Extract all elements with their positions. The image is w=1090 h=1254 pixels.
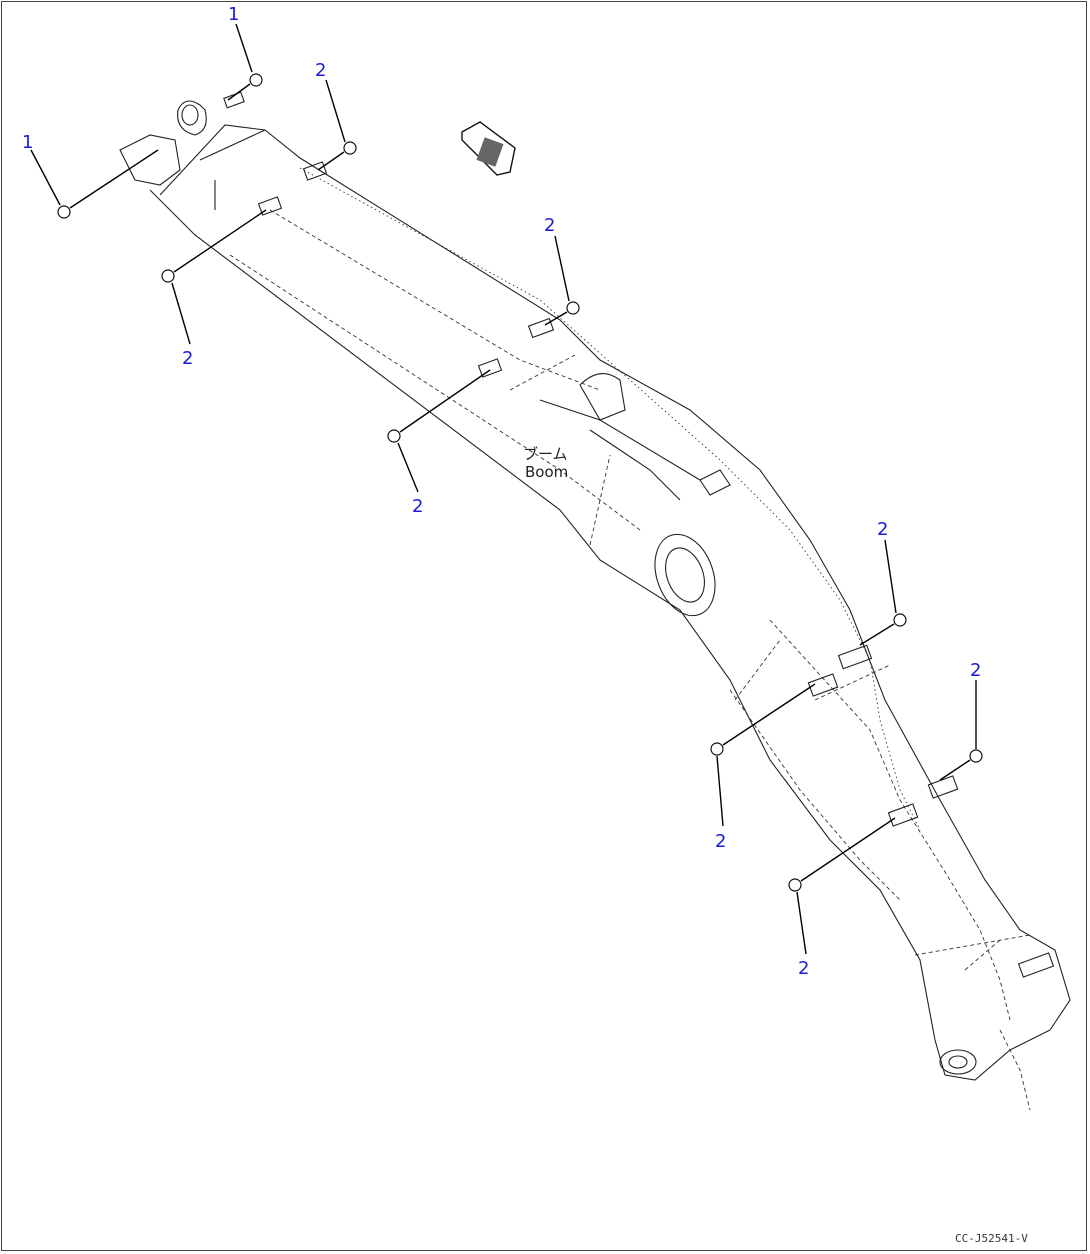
callout-1-top: 1 [228, 4, 239, 25]
drawing-code: CC-J52541-V [955, 1232, 1028, 1245]
callouts: 1 1 2 2 2 2 2 2 2 2 [22, 4, 981, 979]
callout-2: 2 [315, 60, 326, 81]
callout-2: 2 [412, 496, 423, 517]
callout-2: 2 [970, 660, 981, 681]
direction-arrow-icon [461, 121, 516, 176]
callout-1-left: 1 [22, 132, 33, 153]
callout-2: 2 [182, 348, 193, 369]
boom-body [119, 91, 1071, 1111]
callout-2: 2 [877, 519, 888, 540]
callout-leaders [30, 23, 977, 955]
boom-label-en: Boom [525, 463, 568, 481]
callout-2: 2 [715, 831, 726, 852]
plug-parts [57, 73, 983, 892]
plug-guides [69, 83, 971, 882]
callout-2: 2 [798, 958, 809, 979]
callout-2: 2 [544, 215, 555, 236]
boom-label-jp: ブーム [523, 445, 568, 463]
